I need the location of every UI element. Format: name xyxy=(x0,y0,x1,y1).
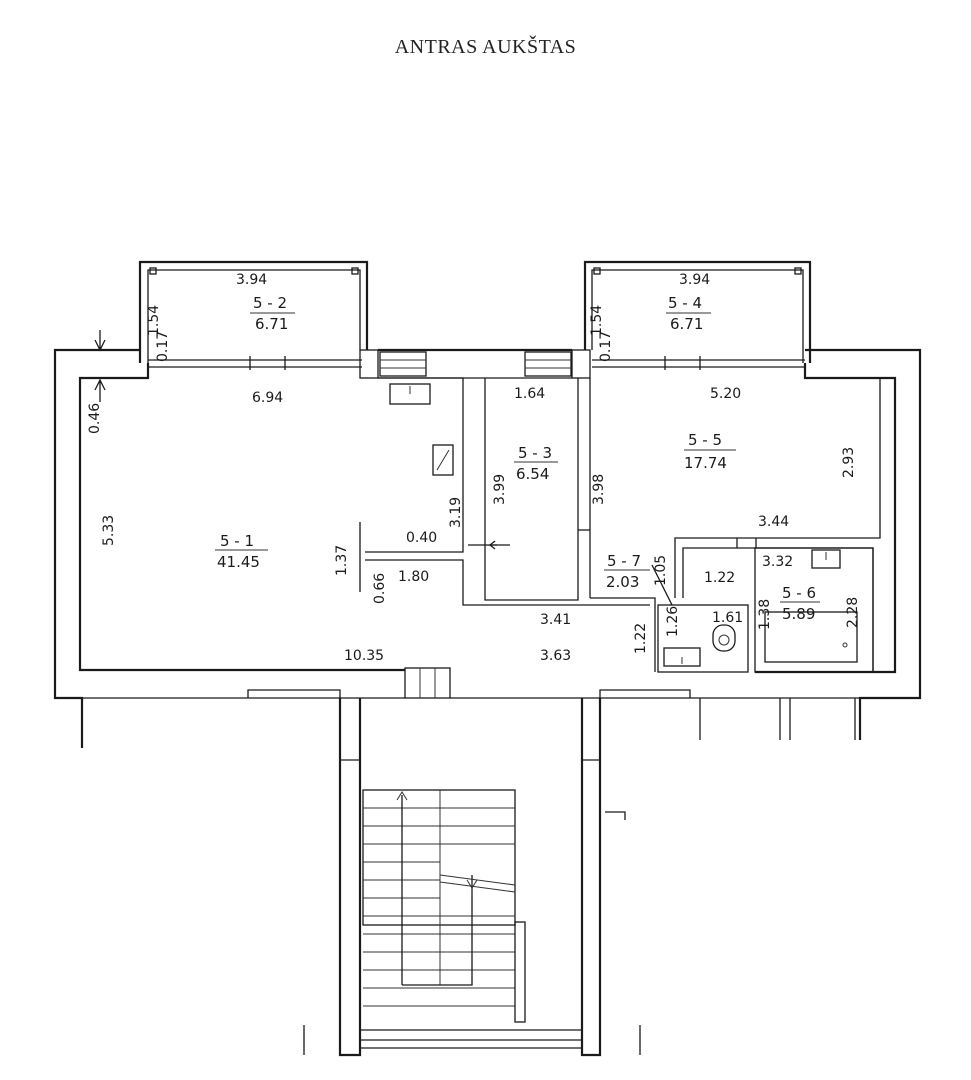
outer-walls xyxy=(53,348,922,748)
room-area: 17.74 xyxy=(684,454,727,472)
dim-room3-right: 3.98 xyxy=(591,474,607,505)
stairwell xyxy=(303,698,641,1057)
room-label-5-2: 5 - 2 6.71 xyxy=(250,294,295,333)
dim-room7-a: 1.05 xyxy=(653,555,669,586)
dim-hall-top: 3.41 xyxy=(540,612,571,628)
dim-arrow-bottom xyxy=(94,378,106,402)
dim-room3-left: 3.99 xyxy=(492,474,508,505)
dim-bath-height: 1.38 xyxy=(757,599,773,630)
dim-room3-width: 1.64 xyxy=(514,386,545,402)
dim-room1-wall-c: 1.80 xyxy=(398,569,429,585)
plan-title: ANTRAS AUKŠTAS xyxy=(394,36,577,58)
dim-room1-partition: 3.19 xyxy=(448,497,464,528)
room-id: 5 - 7 xyxy=(607,552,641,570)
room-label-5-6: 5 - 6 5.89 xyxy=(780,584,820,623)
room-id: 5 - 1 xyxy=(220,532,254,550)
room-area: 6.54 xyxy=(516,465,549,483)
dimension-labels-vertical: 1.54 0.17 1.54 0.17 0.46 5.33 3.19 3.99 … xyxy=(87,305,861,654)
dim-room1-wall-a: 1.37 xyxy=(334,545,350,576)
dim-room7-b: 1.26 xyxy=(665,606,681,637)
dimension-labels: 3.94 3.94 6.94 1.64 5.20 0.40 3.44 1.80 … xyxy=(236,272,793,664)
room-label-5-3: 5 - 3 6.54 xyxy=(514,444,558,483)
room-label-5-5: 5 - 5 17.74 xyxy=(684,431,736,472)
dim-bath-top: 3.32 xyxy=(762,554,793,570)
room-label-5-4: 5 - 4 6.71 xyxy=(666,294,711,333)
dim-room5-top: 5.20 xyxy=(710,386,741,402)
room-id: 5 - 3 xyxy=(518,444,552,462)
room-area: 41.45 xyxy=(217,553,260,571)
room-id: 5 - 4 xyxy=(668,294,702,312)
room-label-5-7: 5 - 7 2.03 xyxy=(604,552,650,591)
dim-bath-right: 2.28 xyxy=(845,597,861,628)
dim-balcony-left-width: 3.94 xyxy=(236,272,267,288)
dim-balcony-right-depth: 1.54 xyxy=(589,305,605,336)
dim-room1-bottom: 10.35 xyxy=(344,648,384,664)
dim-arrow-top xyxy=(94,330,106,352)
dim-room5-bottom: 3.44 xyxy=(758,514,789,530)
dim-room5-right: 2.93 xyxy=(841,447,857,478)
room-id: 5 - 5 xyxy=(688,431,722,449)
dim-room1-wall-b: 0.66 xyxy=(372,573,388,604)
dim-balcony-left-depth: 1.54 xyxy=(146,305,162,336)
balcony-right xyxy=(571,260,812,379)
room-id: 5 - 2 xyxy=(253,294,287,312)
dim-arrow-room3 xyxy=(488,540,497,550)
dim-hall-depth: 1.22 xyxy=(633,623,649,654)
dim-balcony-right-gap: 0.17 xyxy=(598,331,614,362)
room-area: 6.71 xyxy=(255,315,288,333)
dim-bath-left: 1.22 xyxy=(704,570,735,586)
dim-room1-top: 6.94 xyxy=(252,390,283,406)
dim-room1-nook: 0.40 xyxy=(406,530,437,546)
room-area: 6.71 xyxy=(670,315,703,333)
dim-balcony-right-width: 3.94 xyxy=(679,272,710,288)
room-area: 5.89 xyxy=(782,605,815,623)
central-wall xyxy=(249,348,701,379)
dim-wc-width: 1.61 xyxy=(712,610,743,626)
dim-balcony-left-gap: 0.17 xyxy=(155,331,171,362)
room-label-5-1: 5 - 1 41.45 xyxy=(215,532,268,571)
room-area: 2.03 xyxy=(606,573,639,591)
interior-walls xyxy=(359,377,881,673)
dim-room1-height: 5.33 xyxy=(101,515,117,546)
dim-outer-wall-offset: 0.46 xyxy=(87,403,103,434)
room-id: 5 - 6 xyxy=(782,584,816,602)
dim-hall-width: 3.63 xyxy=(540,648,571,664)
balcony-left xyxy=(138,260,379,379)
